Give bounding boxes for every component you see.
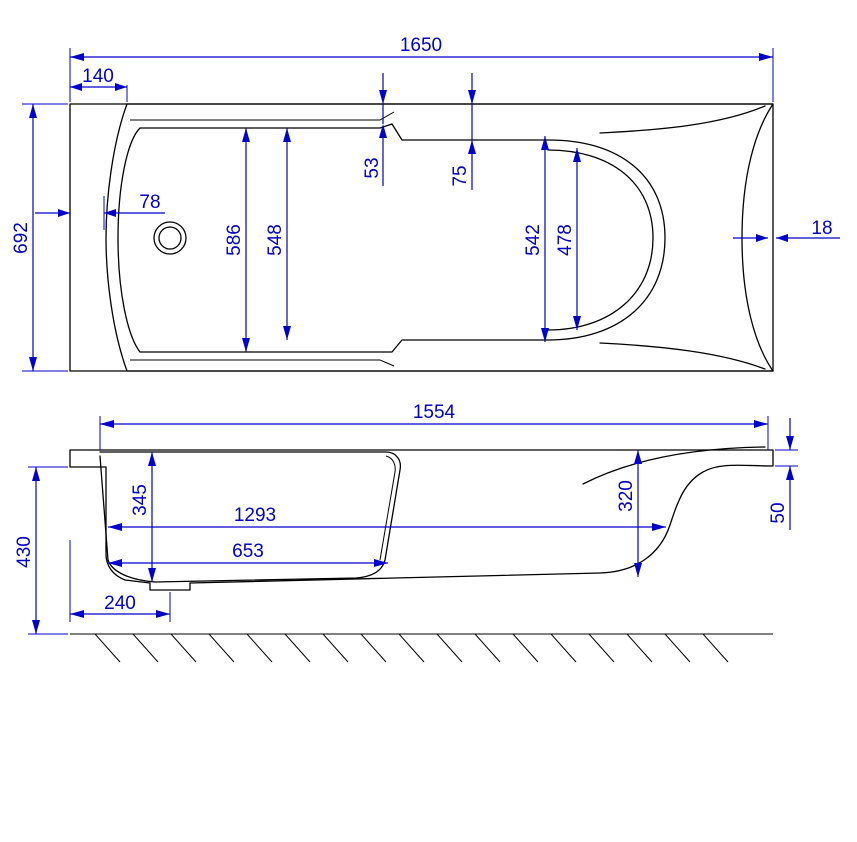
headrest-inner-contour — [547, 149, 654, 331]
basin-outer-contour — [105, 103, 774, 372]
label-50: 50 — [768, 502, 789, 523]
dim-rim-width-left: 140 — [70, 66, 128, 102]
basin-side-wall — [99, 451, 402, 583]
label-240: 240 — [104, 593, 136, 614]
dim-rim-thickness: 50 — [768, 418, 798, 530]
label-430: 430 — [14, 536, 35, 568]
label-653: 653 — [232, 541, 264, 562]
headrest-curve-bottom — [599, 342, 766, 370]
label-320: 320 — [616, 480, 637, 512]
backrest-curve — [582, 446, 766, 485]
dim-head-width-outer: 542 — [523, 136, 549, 342]
tub-outer-rim — [69, 103, 774, 372]
dim-overall-height: 430 — [14, 466, 68, 635]
label-53: 53 — [362, 157, 383, 178]
label-18: 18 — [811, 218, 832, 239]
floor-hatching — [94, 633, 729, 663]
dim-overall-length: 1650 — [69, 35, 774, 102]
dim-flat-bottom-length: 653 — [108, 541, 388, 567]
label-586: 586 — [224, 224, 245, 256]
label-478: 478 — [555, 224, 576, 256]
label-140: 140 — [82, 66, 114, 87]
dim-rim-width-right: 18 — [733, 218, 840, 242]
dim-drain-offset: 78 — [35, 192, 165, 230]
dim-overall-width: 692 — [11, 103, 68, 372]
dim-step-depth-large: 75 — [450, 73, 476, 190]
label-548: 548 — [265, 224, 286, 256]
side-view: 1554 430 345 1293 — [14, 402, 798, 663]
dim-inner-length: 1554 — [99, 402, 769, 450]
dim-drain-position: 240 — [69, 540, 171, 622]
dim-bottom-length: 1293 — [108, 505, 666, 531]
label-542: 542 — [523, 224, 544, 256]
basin-floor-edge — [130, 111, 395, 367]
basin-side-wall-inner — [379, 455, 396, 561]
basin-inner-contour — [117, 123, 666, 353]
label-692: 692 — [11, 222, 32, 254]
label-1554: 1554 — [413, 402, 456, 423]
label-75: 75 — [450, 165, 471, 186]
headrest-curve-top — [599, 105, 766, 134]
label-78: 78 — [139, 192, 160, 213]
dim-basin-width-inner: 548 — [265, 128, 291, 340]
dim-head-width-inner: 478 — [555, 148, 581, 330]
dim-step-depth-small: 53 — [362, 73, 387, 186]
dim-backrest-depth: 320 — [616, 450, 642, 577]
dim-basin-width-outer: 586 — [224, 128, 250, 352]
tub-side-profile — [69, 449, 774, 591]
top-view: 1650 140 692 78 — [11, 35, 840, 372]
label-1650: 1650 — [400, 35, 442, 56]
label-345: 345 — [130, 484, 151, 516]
drain-hole-inner — [158, 226, 182, 250]
drain-hole-outer — [153, 221, 187, 255]
dim-basin-depth: 345 — [130, 452, 156, 582]
label-1293: 1293 — [234, 505, 276, 526]
